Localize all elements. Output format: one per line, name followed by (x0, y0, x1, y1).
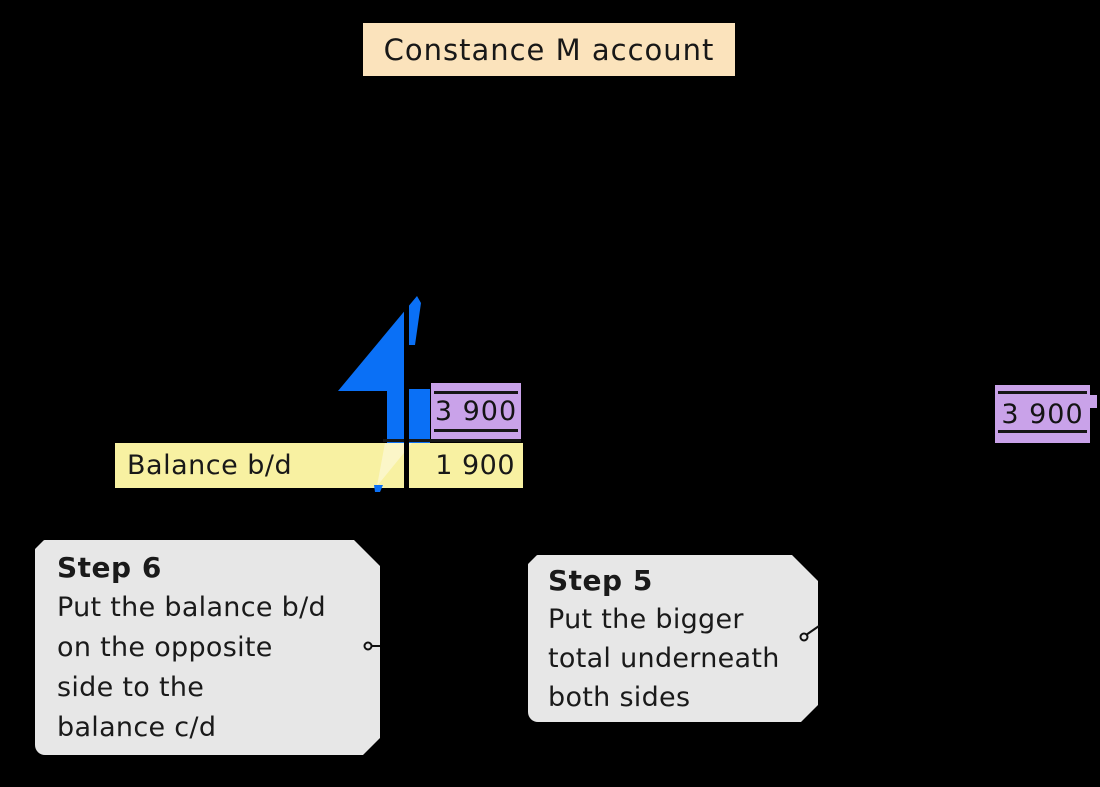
step-5-note: Step 5 Put the bigger total underneath b… (528, 555, 820, 722)
debit-total-highlight: 3 900 (431, 383, 521, 440)
note-tail-icon (799, 625, 820, 642)
corner-cut (35, 540, 44, 549)
highlight-nub (1090, 395, 1097, 408)
step-5-heading: Step 5 (548, 564, 653, 597)
step-5-line: both sides (548, 682, 691, 713)
balance-label: Balance b/d (127, 450, 293, 481)
balance-amount: 1 900 (435, 450, 515, 481)
step-6-line: balance c/d (57, 712, 217, 743)
debit-total-value: 3 900 (434, 396, 518, 427)
corner-cut (363, 738, 380, 755)
total-overline (434, 391, 518, 394)
step-6-line: on the opposite (57, 632, 273, 663)
note-tail-icon (363, 641, 380, 651)
credit-total-highlight: 3 900 (995, 385, 1097, 443)
account-title-box: Constance M account (363, 23, 735, 76)
step-6-heading: Step 6 (57, 551, 162, 584)
total-overline (998, 391, 1087, 394)
step-6-line: side to the (57, 672, 205, 703)
corner-cut (528, 555, 537, 564)
step-6-note: Step 6 Put the balance b/d on the opposi… (35, 540, 380, 755)
total-underline (434, 429, 518, 432)
balance-row-highlight: Balance b/d 1 900 (115, 443, 523, 488)
step-5-line: Put the bigger (548, 604, 744, 635)
credit-total-value: 3 900 (1001, 398, 1084, 430)
step-5-line: total underneath (548, 643, 780, 674)
corner-cut (354, 540, 380, 566)
step-6-line: Put the balance b/d (57, 592, 326, 623)
corner-cut (792, 555, 818, 581)
account-title: Constance M account (383, 32, 715, 67)
total-underline (998, 430, 1087, 433)
corner-cut (801, 705, 818, 722)
